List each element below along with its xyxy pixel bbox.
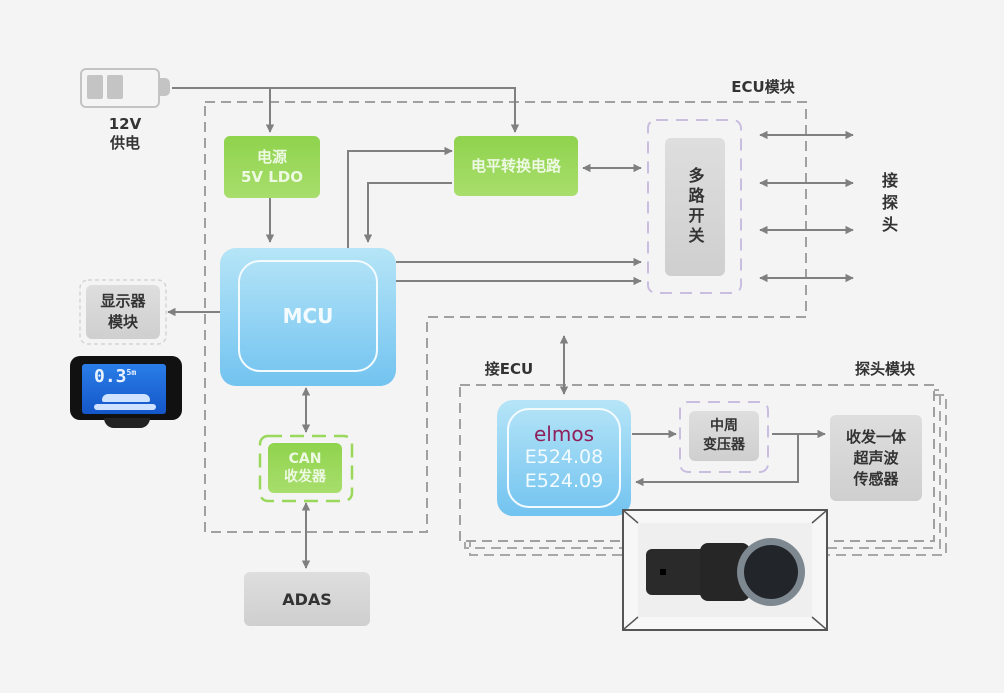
adas-label: ADAS xyxy=(282,589,332,609)
display-frame xyxy=(79,279,167,345)
power-voltage: 12V xyxy=(108,115,142,133)
display-device-icon: 0.35m xyxy=(70,356,182,432)
mux-label: 多路开关 xyxy=(685,167,705,247)
transformer-block: 中周 变压器 xyxy=(689,411,759,461)
elmos-logo: elmos xyxy=(534,422,594,446)
battery-icon xyxy=(80,68,170,108)
transformer-title: 中周 xyxy=(710,418,738,434)
ldo-title: 电源 xyxy=(256,148,287,166)
adas-block: ADAS xyxy=(244,572,370,626)
ecu-connect-label: 接ECU xyxy=(484,360,534,378)
mcu-label: MCU xyxy=(282,304,334,328)
ldo-spec: 5V LDO xyxy=(240,168,304,186)
ldo-block: 电源 5V LDO xyxy=(224,136,320,198)
ultrasonic-sensor-photo xyxy=(622,509,828,631)
elmos-chip-block: elmos E524.08 E524.09 xyxy=(497,400,631,516)
mcu-block: MCU xyxy=(220,248,396,386)
level-shifter-block: 电平转换电路 xyxy=(454,136,578,196)
level-shifter-label: 电平转换电路 xyxy=(470,157,561,175)
sensor-line-3: 传感器 xyxy=(853,469,899,488)
power-label: 12V 供电 xyxy=(95,115,155,153)
transformer-frame xyxy=(679,401,769,473)
ecu-module-frame xyxy=(204,101,807,533)
chip-part-2: E524.09 xyxy=(524,470,604,492)
display-block: 显示器 模块 xyxy=(86,285,160,339)
sensor-line-2: 超声波 xyxy=(853,448,899,467)
display-title: 显示器 xyxy=(100,292,146,310)
can-subtitle: 收发器 xyxy=(284,469,326,485)
transformer-subtitle: 变压器 xyxy=(703,437,745,453)
probe-module-label: 探头模块 xyxy=(854,360,915,378)
can-title: CAN xyxy=(288,451,322,467)
can-frame xyxy=(258,434,354,503)
chip-part-1: E524.08 xyxy=(524,446,604,468)
display-subtitle: 模块 xyxy=(107,313,138,331)
ultrasonic-sensor-block: 收发一体 超声波 传感器 xyxy=(830,415,922,501)
can-block: CAN 收发器 xyxy=(268,443,342,493)
display-reading: 0.3 xyxy=(94,366,127,387)
mux-frame xyxy=(647,119,742,294)
probe-connect-label: 接探头 xyxy=(879,172,898,238)
ecu-module-label: ECU模块 xyxy=(731,78,795,96)
display-unit: 5m xyxy=(126,368,137,377)
sensor-line-1: 收发一体 xyxy=(845,427,906,446)
mux-block: 多路开关 xyxy=(665,138,725,276)
power-text: 供电 xyxy=(109,134,140,152)
